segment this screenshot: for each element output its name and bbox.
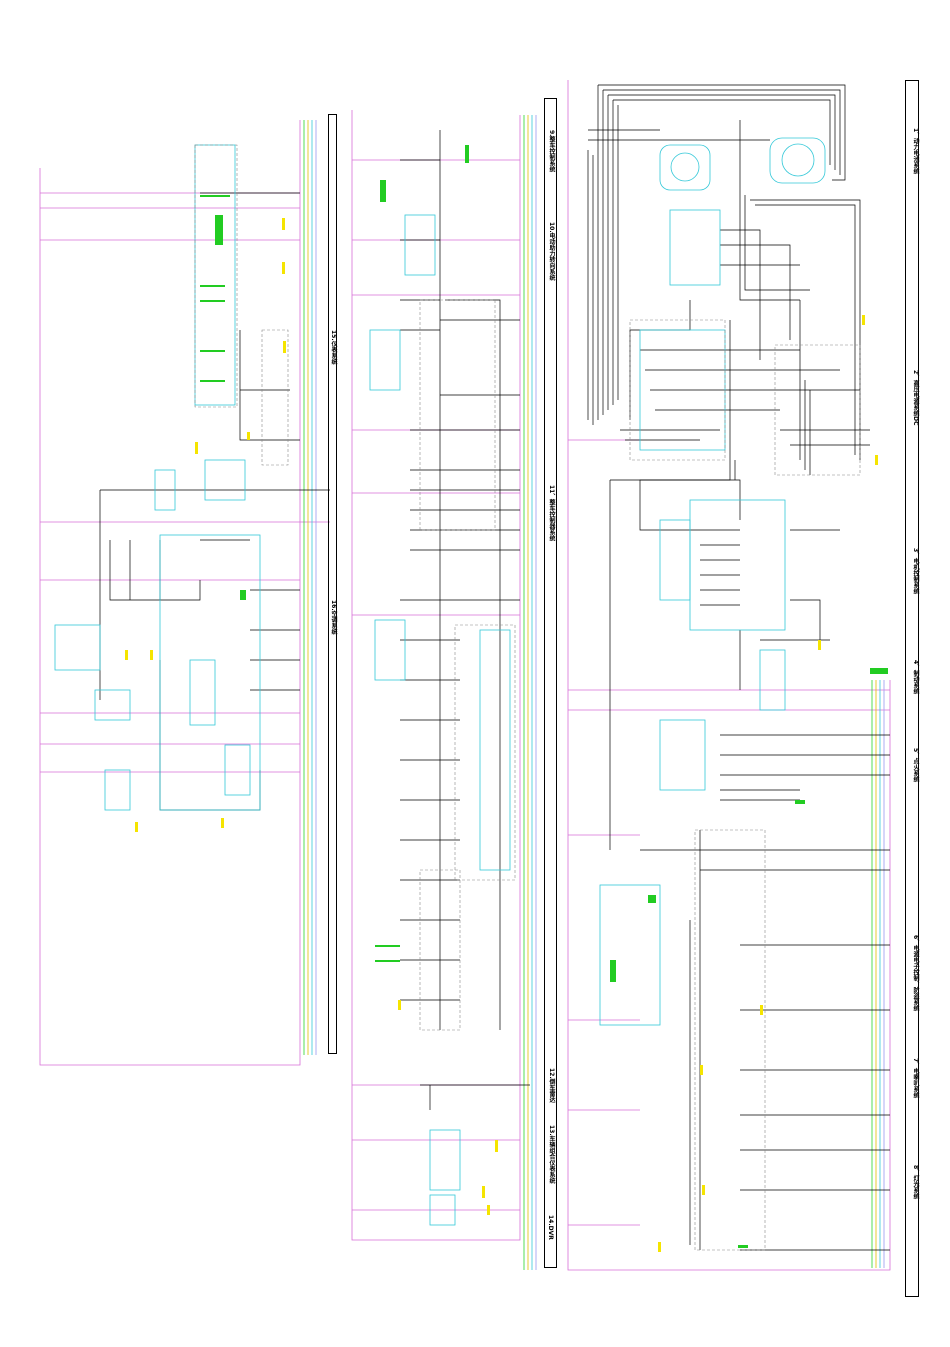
black-wire-group [99, 84, 890, 1251]
left-section-column [328, 114, 337, 1054]
section-label-6: 6、电源电子控制、防盗系统 [912, 935, 919, 1012]
colored-wire-group [303, 115, 885, 1270]
right-section-column [905, 80, 919, 1297]
dashed-box-group [194, 144, 861, 1251]
section-label-8: 8、灯光系统 [912, 1165, 919, 1200]
connector-group [125, 218, 878, 1252]
section-label-2: 2、高压电源系统DC [912, 370, 919, 426]
section-label-9: 9.整车控制系统 [548, 130, 555, 173]
section-label-12: 12.倒车雷达 [548, 1068, 555, 1103]
section-label-3: 3、电机控制系统 [912, 548, 919, 595]
section-label-16: 16.空调系统 [330, 600, 337, 635]
section-label-15: 15.仪表系统 [330, 330, 337, 365]
section-label-11: 11、整车控制器系统 [548, 485, 555, 542]
magenta-wire-group [39, 80, 891, 1271]
section-label-7: 7、电喇叭系统 [912, 1058, 919, 1099]
section-label-5: 5、点火系统 [912, 748, 919, 783]
section-label-14: 14.DVR [547, 1215, 554, 1240]
green-label-group [200, 145, 888, 1248]
section-label-4: 4、制动系统 [912, 660, 919, 695]
component-group [54, 137, 826, 1226]
section-label-13: 13.车辆组合仪表系统 [548, 1125, 555, 1184]
middle-section-column [544, 98, 557, 1268]
section-label-1: 1、动力电池系统 [912, 128, 919, 175]
section-label-10: 10.电动助力转向系统 [548, 222, 555, 281]
